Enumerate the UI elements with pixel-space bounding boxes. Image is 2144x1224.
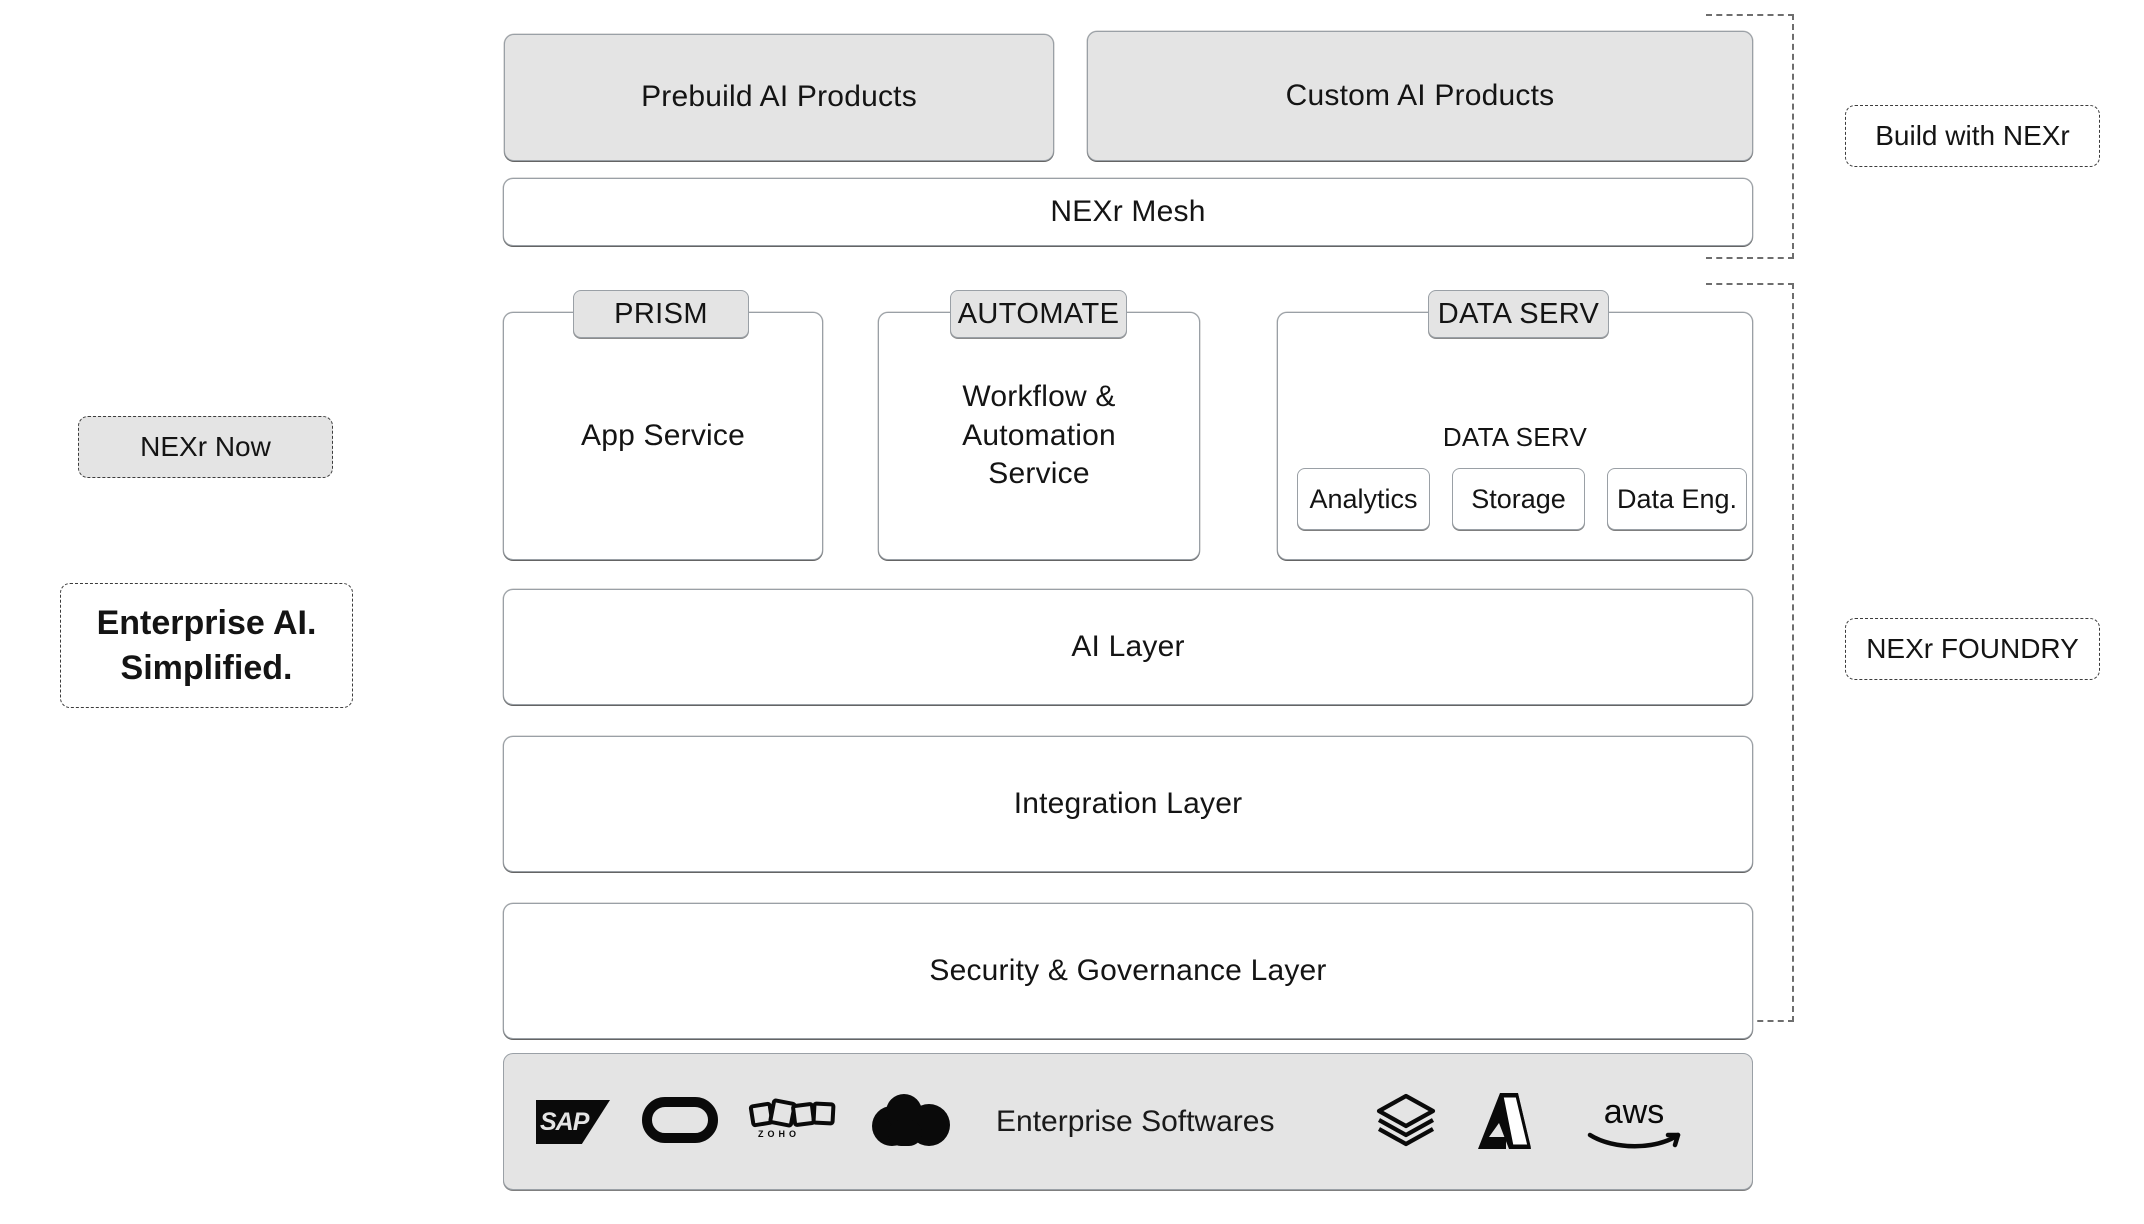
- svg-text:aws: aws: [1604, 1095, 1664, 1131]
- bar-integration-layer[interactable]: Integration Layer: [503, 736, 1753, 872]
- badge-prism-label: PRISM: [614, 297, 708, 330]
- azure-logo: [1470, 1085, 1542, 1157]
- badge-data-serv-label: DATA SERV: [1437, 297, 1600, 330]
- oracle-logo: [640, 1095, 720, 1145]
- aws-logo: aws: [1578, 1093, 1690, 1153]
- tagline-line-2: Simplified.: [120, 648, 293, 687]
- bar-ai-layer[interactable]: AI Layer: [503, 589, 1753, 705]
- subbox-storage-label: Storage: [1471, 483, 1566, 514]
- bar-nexr-mesh-label: NEXr Mesh: [1050, 194, 1206, 228]
- bar-security-governance-layer-label: Security & Governance Layer: [929, 953, 1327, 987]
- salesforce-logo: [866, 1092, 956, 1152]
- chip-nexr-foundry-label: NEXr FOUNDRY: [1866, 632, 2079, 664]
- chip-tagline[interactable]: Enterprise AI. Simplified.: [60, 583, 353, 708]
- vendor-strip-caption: Enterprise Softwares: [996, 1105, 1275, 1138]
- subbox-analytics-label: Analytics: [1309, 483, 1418, 514]
- card-automate-label-line-2: Service: [988, 457, 1090, 491]
- bar-ai-layer-label: AI Layer: [1071, 629, 1185, 663]
- chip-build-with-nexr-label: Build with NEXr: [1875, 119, 2070, 151]
- badge-automate-label: AUTOMATE: [957, 297, 1120, 330]
- chip-nexr-foundry[interactable]: NEXr FOUNDRY: [1845, 618, 2100, 680]
- subbox-data-eng-label: Data Eng.: [1616, 483, 1738, 514]
- card-prism[interactable]: App Service: [503, 312, 823, 560]
- zoho-logo: ZOHO: [748, 1094, 840, 1150]
- badge-data-serv[interactable]: DATA SERV: [1428, 290, 1609, 338]
- badge-prism[interactable]: PRISM: [573, 290, 749, 338]
- tagline-line-1: Enterprise AI.: [96, 604, 317, 643]
- subbox-storage[interactable]: Storage: [1452, 468, 1585, 530]
- card-prism-label: App Service: [581, 418, 745, 452]
- chip-build-with-nexr[interactable]: Build with NEXr: [1845, 105, 2100, 167]
- card-custom-ai-products-label: Custom AI Products: [1285, 78, 1555, 112]
- sap-logo-text: SAP: [540, 1107, 589, 1136]
- bar-security-governance-layer[interactable]: Security & Governance Layer: [503, 903, 1753, 1039]
- databricks-logo: [1370, 1085, 1442, 1157]
- card-prebuild-ai-products[interactable]: Prebuild AI Products: [504, 34, 1054, 161]
- card-automate[interactable]: Workflow & Automation Service: [878, 312, 1200, 560]
- bar-nexr-mesh[interactable]: NEXr Mesh: [503, 178, 1753, 246]
- zoho-logo-text: ZOHO: [758, 1129, 800, 1139]
- subbox-data-eng[interactable]: Data Eng.: [1607, 468, 1747, 530]
- card-custom-ai-products[interactable]: Custom AI Products: [1087, 31, 1753, 161]
- sap-logo: SAP: [533, 1097, 613, 1147]
- bar-integration-layer-label: Integration Layer: [1013, 786, 1243, 820]
- card-prebuild-ai-products-label: Prebuild AI Products: [641, 80, 917, 114]
- badge-automate[interactable]: AUTOMATE: [950, 290, 1127, 338]
- card-data-serv-inner-title: DATA SERV: [1442, 422, 1588, 452]
- chip-nexr-now-label: NEXr Now: [140, 430, 271, 462]
- chip-nexr-now[interactable]: NEXr Now: [78, 416, 333, 478]
- card-automate-label-line-1: Workflow & Automation: [962, 380, 1116, 452]
- subbox-analytics[interactable]: Analytics: [1297, 468, 1430, 530]
